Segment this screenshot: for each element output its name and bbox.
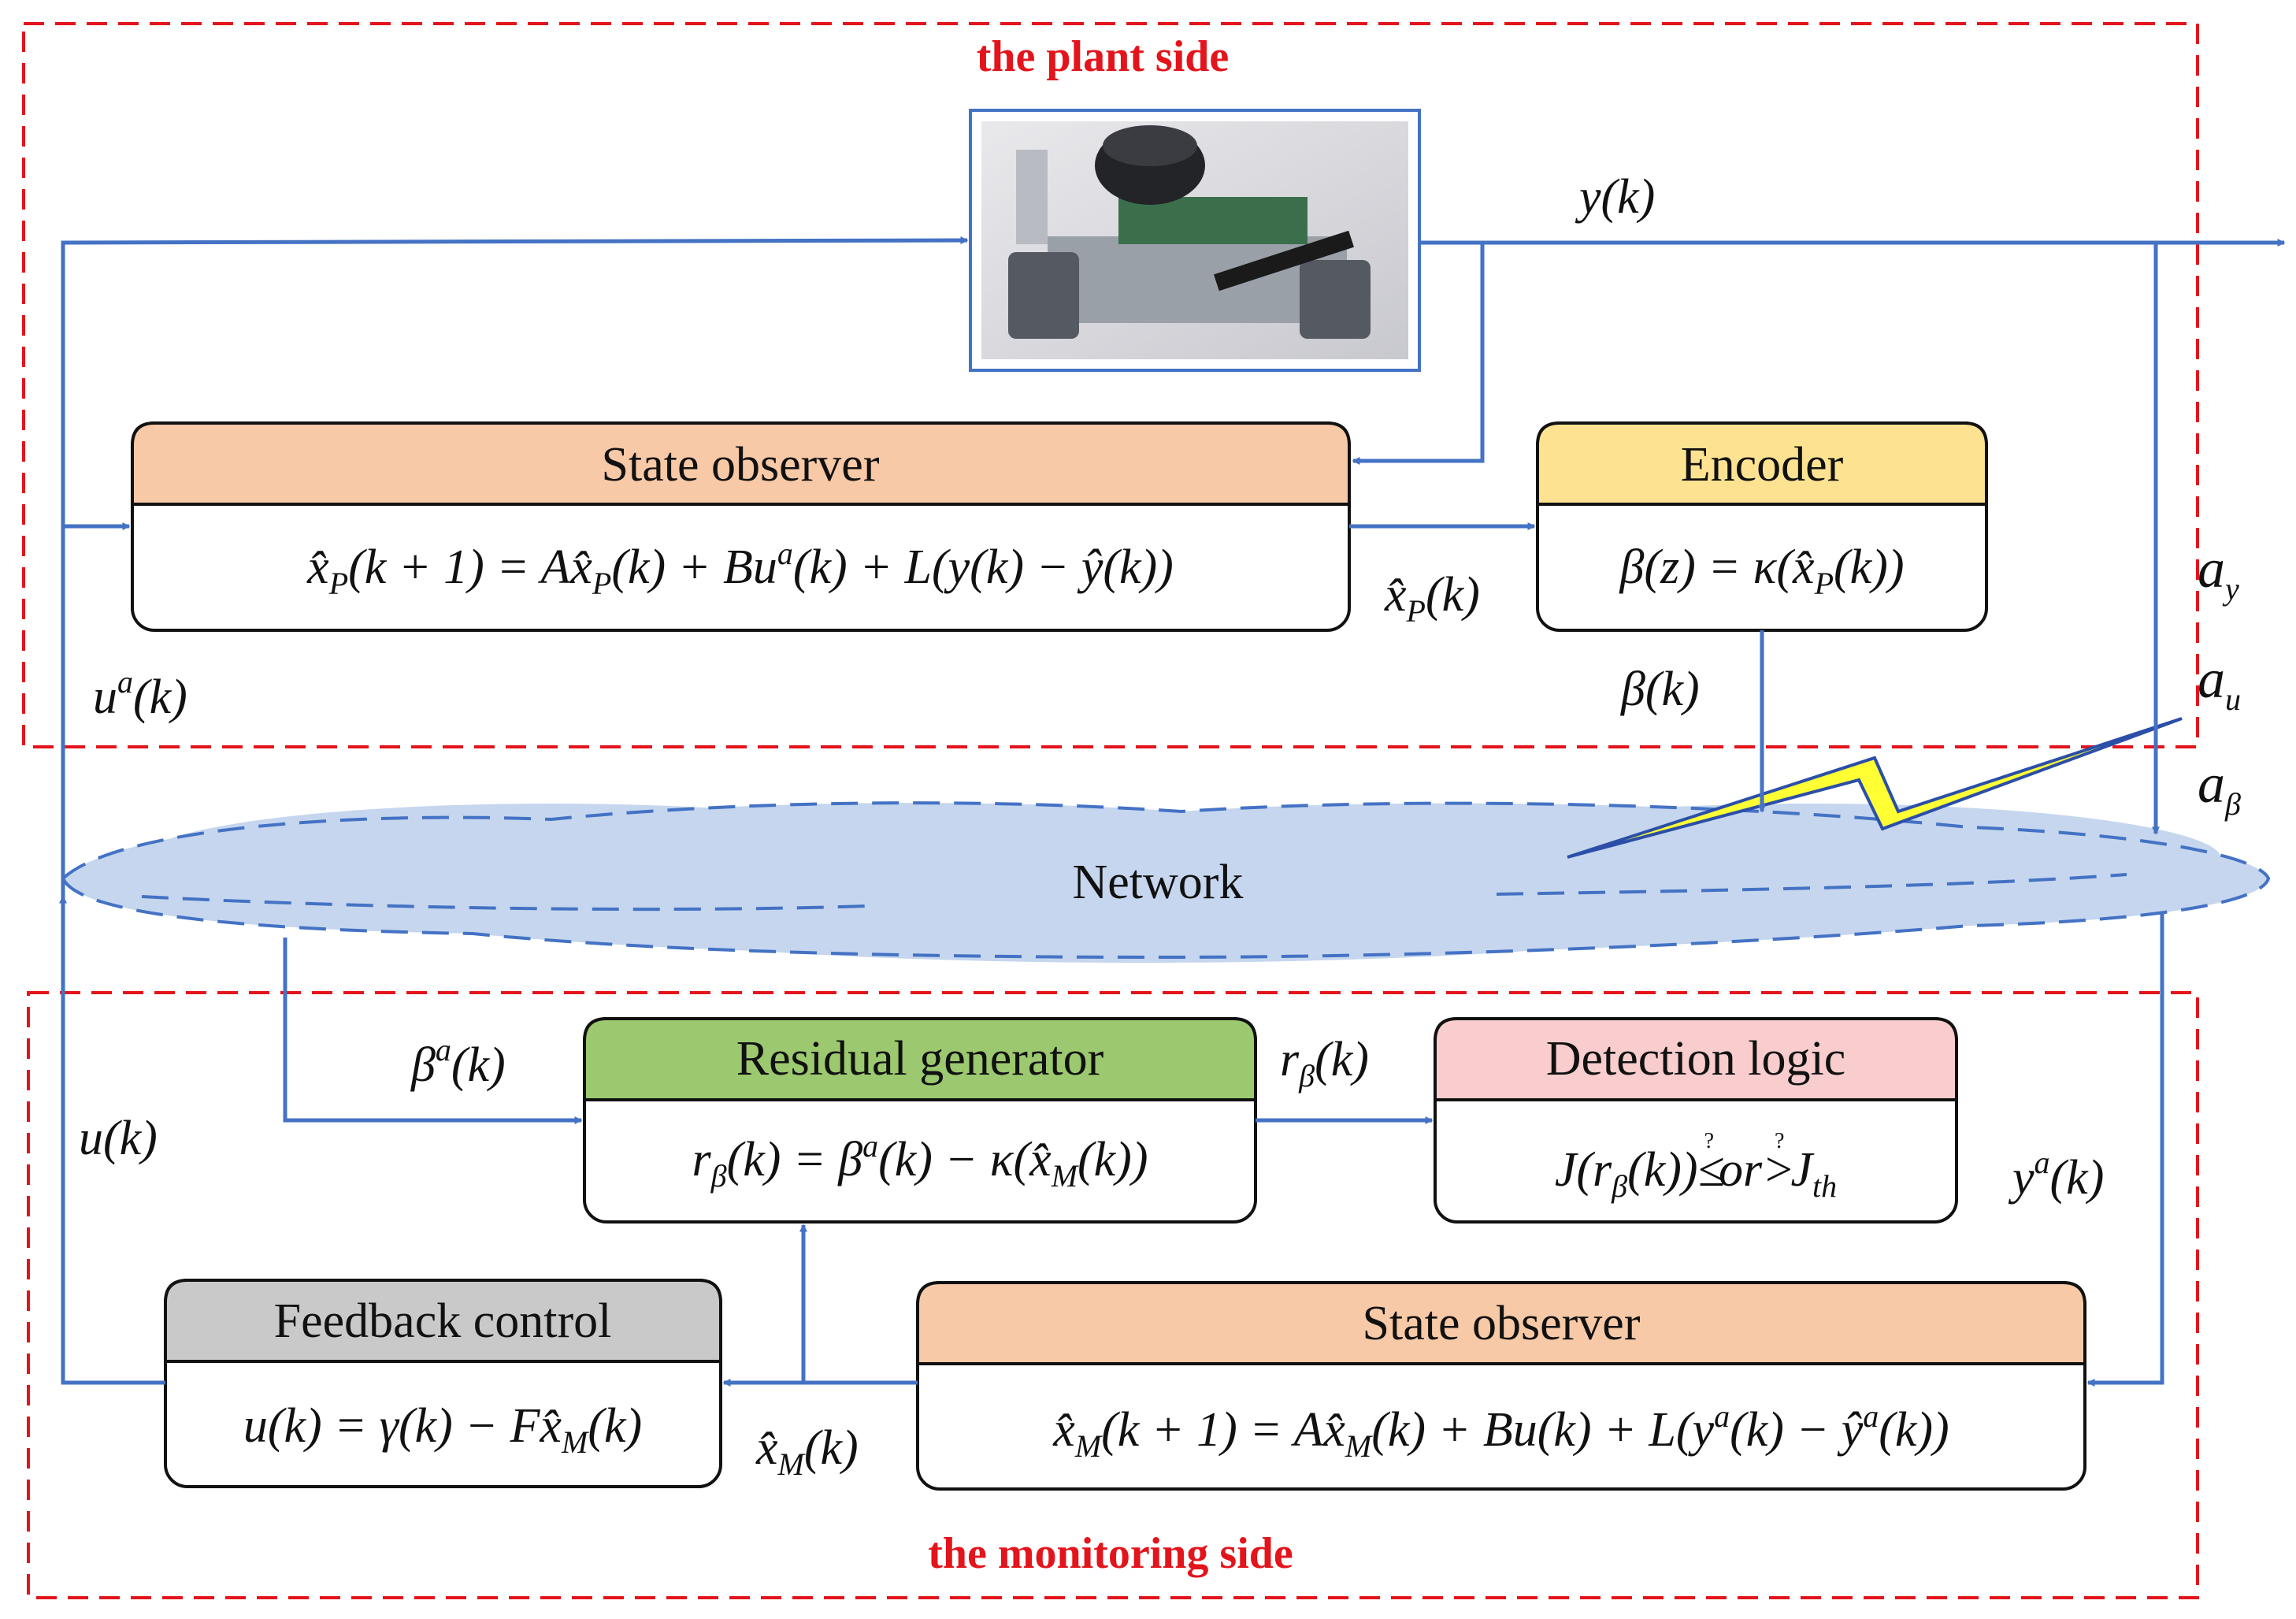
residual-generator-equation: rβ(k) = βa(k) − κ(x̂M(k)) bbox=[692, 1128, 1148, 1194]
signal-u: u(k) bbox=[79, 1112, 158, 1165]
state-observer-monitor-box: State observer x̂M(k + 1) = Ax̂M(k) + Bu… bbox=[916, 1281, 2086, 1491]
state-observer-plant-title: State observer bbox=[602, 438, 880, 492]
robot-wheel-left bbox=[1008, 252, 1079, 339]
robot-wheel-right bbox=[1300, 260, 1371, 339]
network-label: Network bbox=[1073, 856, 1244, 909]
signal-r-beta: rβ(k) bbox=[1280, 1033, 1369, 1094]
signal-y: y(k) bbox=[1575, 170, 1655, 224]
signal-ua: ua(k) bbox=[93, 664, 187, 724]
wire-control-to-plant bbox=[61, 236, 969, 1032]
signal-xm: x̂M(k) bbox=[755, 1421, 859, 1482]
residual-generator-title: Residual generator bbox=[736, 1032, 1104, 1086]
attack-lightning-icon bbox=[1567, 717, 2183, 859]
plant-side-title: the plant side bbox=[977, 32, 1230, 81]
robot-mount bbox=[1016, 150, 1048, 244]
feedback-control-box: Feedback control u(k) = γ(k) − Fx̂M(k) bbox=[164, 1279, 722, 1488]
robot-lidar-top bbox=[1103, 125, 1197, 166]
signal-beta: β(k) bbox=[1620, 663, 1700, 716]
signal-abeta: aβ bbox=[2198, 754, 2241, 822]
signal-ay: ay bbox=[2198, 539, 2239, 607]
detection-logic-box: Detection logic J(rβ(k))≤?or>?Jth bbox=[1434, 1017, 1958, 1224]
robot-bar bbox=[1214, 230, 1354, 291]
detection-logic-equation: J(rβ(k))≤?or>?Jth bbox=[1555, 1129, 1837, 1204]
wire-network-to-residual bbox=[283, 938, 583, 1124]
state-observer-monitor-title: State observer bbox=[1363, 1297, 1641, 1350]
wire-y-to-observer bbox=[1352, 243, 1485, 465]
encoder-equation: β(z) = κ(x̂P(k)) bbox=[1619, 540, 1905, 601]
residual-generator-box: Residual generator rβ(k) = βa(k) − κ(x̂M… bbox=[583, 1017, 1257, 1224]
signal-ya: ya(k) bbox=[2008, 1145, 2104, 1205]
detection-logic-title: Detection logic bbox=[1546, 1032, 1845, 1086]
signal-xp: x̂P(k) bbox=[1384, 568, 1480, 629]
state-observer-plant-equation: x̂P(k + 1) = Ax̂P(k) + Bua(k) + L(y(k) −… bbox=[306, 536, 1174, 601]
feedback-control-title: Feedback control bbox=[274, 1294, 612, 1348]
signal-au: au bbox=[2198, 649, 2241, 717]
state-observer-monitor-equation: x̂M(k + 1) = Ax̂M(k) + Bu(k) + L(ya(k) −… bbox=[1052, 1398, 1949, 1464]
signal-beta-a: βa(k) bbox=[410, 1032, 506, 1092]
robot-photo bbox=[969, 109, 1421, 372]
plant-side-region bbox=[22, 22, 2199, 748]
wire-u-from-feedback bbox=[59, 895, 165, 1385]
encoder-box: Encoder β(z) = κ(x̂P(k)) bbox=[1536, 421, 1988, 632]
network-cloud bbox=[61, 801, 2271, 963]
monitoring-side-title: the monitoring side bbox=[928, 1529, 1293, 1578]
connections bbox=[59, 236, 2286, 1387]
state-observer-plant-box: State observer x̂P(k + 1) = Ax̂P(k) + Bu… bbox=[131, 421, 1351, 632]
monitoring-side-region bbox=[27, 991, 2199, 1599]
encoder-title: Encoder bbox=[1681, 438, 1844, 492]
wire-network-to-monitor-observer bbox=[2086, 912, 2164, 1387]
feedback-control-equation: u(k) = γ(k) − Fx̂M(k) bbox=[243, 1399, 642, 1460]
